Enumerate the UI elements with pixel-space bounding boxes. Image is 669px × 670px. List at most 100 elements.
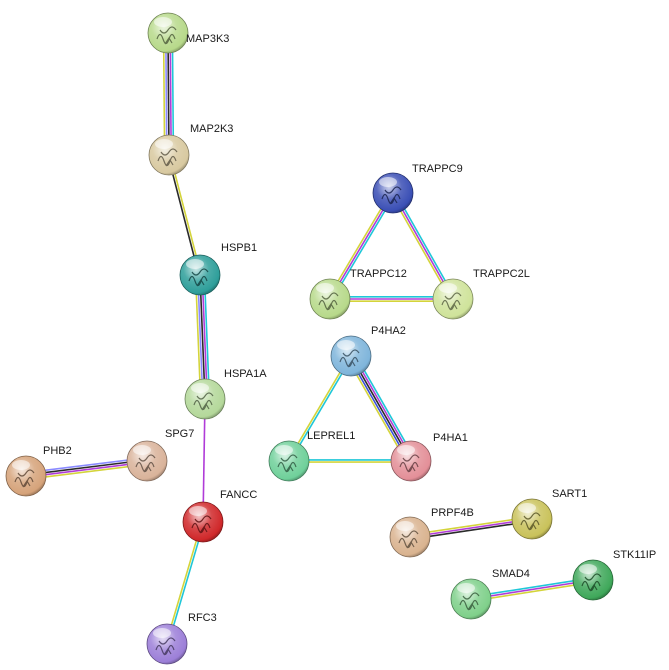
edge-evidence-line bbox=[202, 398, 206, 523]
node-map3k3[interactable]: MAP3K3 bbox=[147, 12, 229, 54]
protein-structure-icon bbox=[193, 392, 214, 411]
sphere-highlight bbox=[153, 628, 171, 638]
protein-structure-icon bbox=[135, 454, 156, 473]
edge-evidence-line bbox=[162, 33, 166, 156]
sphere-highlight bbox=[12, 460, 30, 470]
protein-structure-icon bbox=[459, 592, 480, 611]
sphere-highlight bbox=[439, 283, 457, 293]
edge-evidence-line bbox=[203, 274, 211, 399]
sphere-highlight bbox=[155, 139, 173, 149]
edge-evidence-line bbox=[165, 33, 168, 156]
node-label: STK11IP bbox=[613, 549, 656, 561]
node-p4ha2[interactable]: P4HA2 bbox=[330, 325, 406, 377]
node-smad4[interactable]: SMAD4 bbox=[450, 568, 530, 620]
node-leprel1[interactable]: LEPREL1 bbox=[268, 430, 355, 482]
node-trappc2l[interactable]: TRAPPC2L bbox=[432, 268, 530, 320]
sphere-highlight bbox=[186, 259, 204, 269]
edge-evidence-line bbox=[25, 456, 147, 474]
edge-evidence-line bbox=[167, 522, 205, 645]
sphere-highlight bbox=[275, 445, 293, 455]
edge-trappc12-trappc2l[interactable] bbox=[330, 295, 453, 303]
edge-hspa1a-fancc[interactable] bbox=[202, 398, 206, 523]
node-label: FANCC bbox=[220, 489, 257, 501]
node-label: LEPREL1 bbox=[307, 430, 355, 442]
protein-structure-icon bbox=[520, 512, 541, 531]
node-label: P4HA2 bbox=[371, 325, 406, 337]
node-label: TRAPPC12 bbox=[350, 268, 407, 280]
edges-layer bbox=[25, 32, 594, 645]
edge-evidence-line bbox=[171, 32, 175, 155]
edge-evidence-line bbox=[409, 516, 532, 536]
node-prpf4b[interactable]: PRPF4B bbox=[389, 507, 474, 558]
edge-evidence-line bbox=[394, 191, 456, 299]
edge-trappc9-trappc12[interactable] bbox=[327, 191, 396, 301]
protein-structure-icon bbox=[318, 292, 339, 311]
protein-structure-icon bbox=[14, 469, 35, 488]
protein-structure-icon bbox=[339, 349, 360, 368]
edge-evidence-line bbox=[470, 579, 594, 600]
edge-evidence-line bbox=[167, 155, 200, 276]
node-trappc9[interactable]: TRAPPC9 bbox=[372, 163, 463, 214]
node-trappc12[interactable]: TRAPPC12 bbox=[309, 268, 407, 320]
edge-evidence-line bbox=[409, 518, 533, 538]
node-label: RFC3 bbox=[188, 612, 217, 624]
node-hspa1a[interactable]: HSPA1A bbox=[184, 368, 267, 420]
node-hspb1[interactable]: HSPB1 bbox=[179, 242, 257, 296]
sphere-highlight bbox=[189, 506, 207, 516]
edge-map2k3-hspb1[interactable] bbox=[167, 154, 202, 276]
edge-evidence-line bbox=[197, 275, 204, 400]
protein-structure-icon bbox=[277, 454, 298, 473]
sphere-highlight bbox=[457, 583, 475, 593]
sphere-highlight bbox=[518, 503, 536, 513]
edge-evidence-line bbox=[390, 193, 452, 301]
node-label: MAP3K3 bbox=[186, 33, 229, 45]
edge-fancc-rfc3[interactable] bbox=[165, 521, 205, 645]
node-map2k3[interactable]: MAP2K3 bbox=[148, 123, 233, 176]
protein-structure-icon bbox=[188, 268, 209, 287]
sphere-highlight bbox=[396, 521, 414, 531]
edge-hspb1-hspa1a[interactable] bbox=[194, 274, 211, 400]
sphere-highlight bbox=[316, 283, 334, 293]
edge-evidence-line bbox=[471, 581, 594, 602]
node-sart1[interactable]: SART1 bbox=[511, 488, 587, 540]
protein-structure-icon bbox=[581, 573, 602, 592]
node-label: HSPA1A bbox=[224, 368, 267, 380]
sphere-highlight bbox=[154, 17, 172, 27]
node-label: P4HA1 bbox=[433, 432, 468, 444]
node-label: MAP2K3 bbox=[190, 123, 233, 135]
edge-evidence-line bbox=[199, 274, 206, 400]
edge-evidence-line bbox=[26, 463, 148, 481]
node-label: SART1 bbox=[552, 488, 587, 500]
edge-evidence-line bbox=[194, 275, 202, 400]
edge-smad4-stk11ip[interactable] bbox=[470, 577, 594, 602]
node-stk11ip[interactable]: STK11IP bbox=[572, 549, 656, 601]
edge-evidence-line bbox=[354, 353, 416, 460]
edge-evidence-line bbox=[327, 191, 392, 299]
protein-structure-icon bbox=[191, 515, 212, 534]
protein-structure-icon bbox=[381, 186, 402, 205]
protein-structure-icon bbox=[156, 26, 177, 45]
edge-evidence-line bbox=[165, 521, 203, 644]
sphere-highlight bbox=[379, 177, 397, 187]
node-rfc3[interactable]: RFC3 bbox=[146, 612, 217, 665]
edge-evidence-line bbox=[169, 154, 202, 275]
node-label: TRAPPC2L bbox=[473, 268, 530, 280]
node-spg7[interactable]: SPG7 bbox=[126, 428, 194, 482]
protein-structure-icon bbox=[441, 292, 462, 311]
protein-structure-icon bbox=[157, 148, 178, 167]
sphere-highlight bbox=[579, 564, 597, 574]
node-label: PHB2 bbox=[43, 445, 72, 457]
edge-prpf4b-sart1[interactable] bbox=[409, 516, 533, 540]
sphere-highlight bbox=[337, 340, 355, 350]
node-fancc[interactable]: FANCC bbox=[182, 489, 257, 543]
protein-structure-icon bbox=[155, 637, 176, 656]
node-phb2[interactable]: PHB2 bbox=[5, 445, 72, 497]
protein-structure-icon bbox=[399, 454, 420, 473]
node-p4ha1[interactable]: P4HA1 bbox=[390, 432, 468, 482]
node-label: SMAD4 bbox=[492, 568, 530, 580]
edge-evidence-line bbox=[410, 520, 533, 540]
sphere-highlight bbox=[397, 445, 415, 455]
node-label: SPG7 bbox=[165, 428, 194, 440]
edge-evidence-line bbox=[331, 193, 396, 301]
